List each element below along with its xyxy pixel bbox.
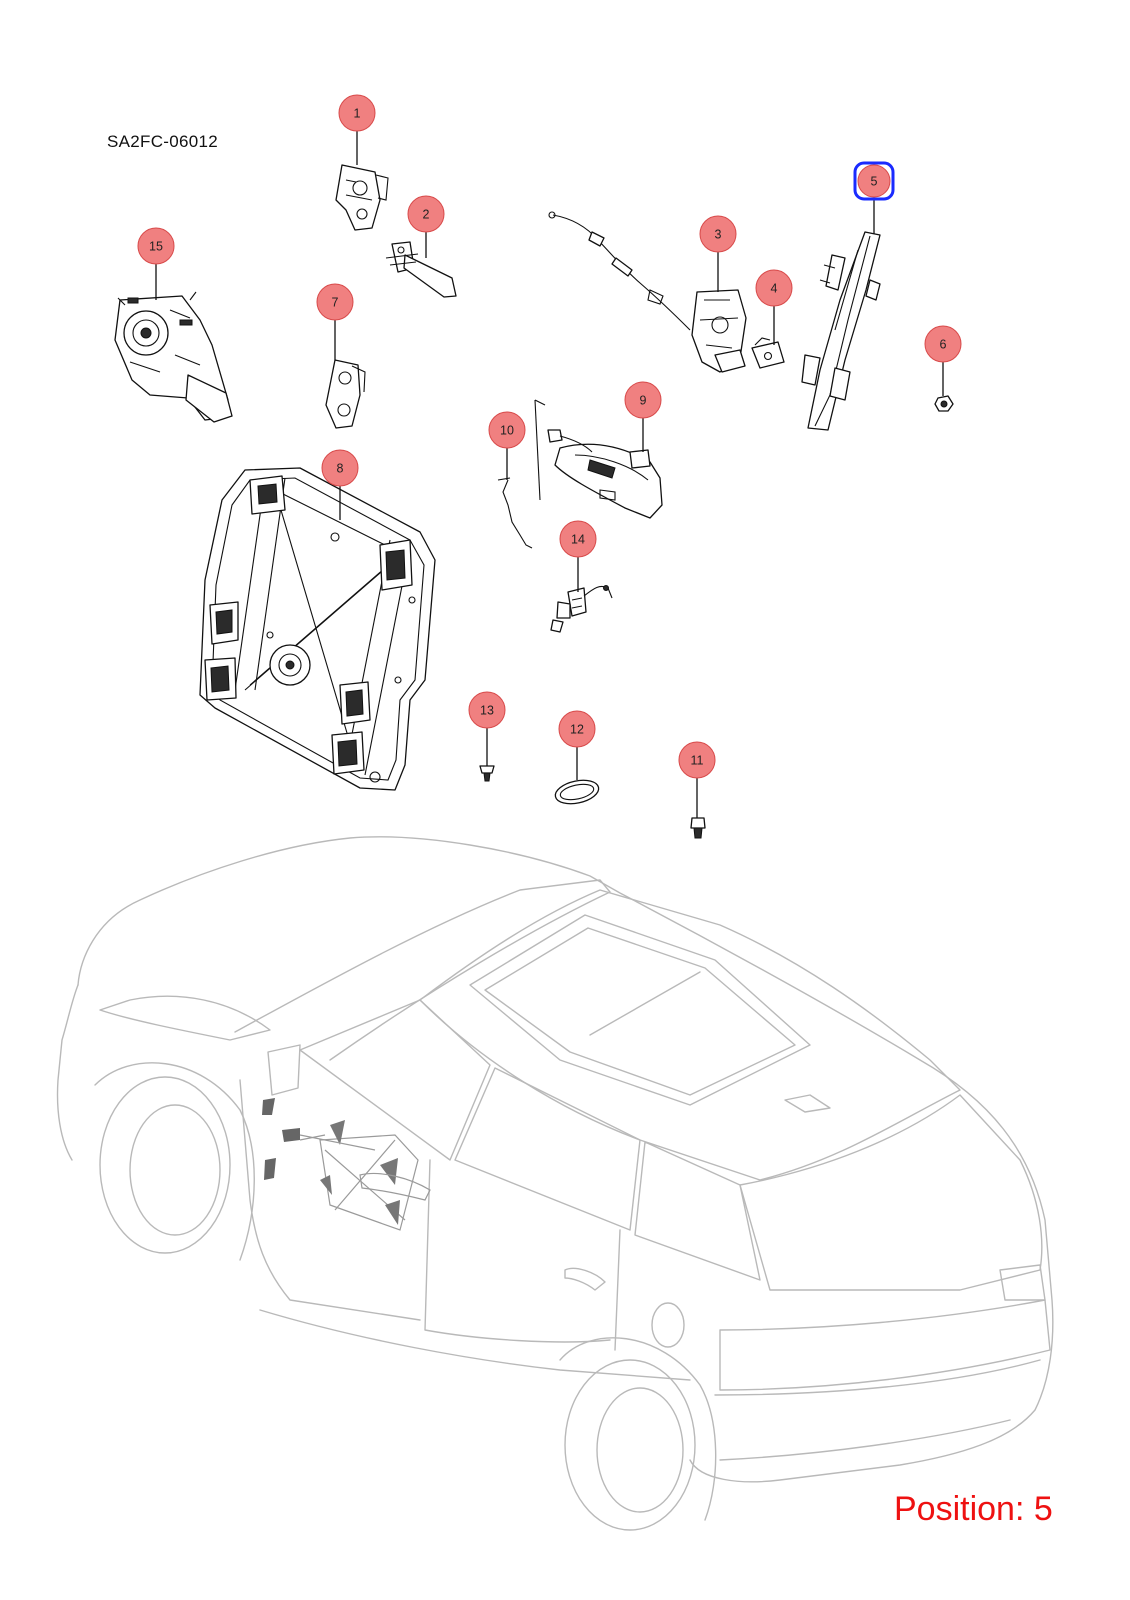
callout-number: 2 [423,208,430,222]
callout-bubble[interactable] [755,269,793,307]
callout-8[interactable]: 8 [321,449,359,520]
callout-2[interactable]: 2 [407,195,445,258]
callout-number: 3 [715,228,722,242]
callout-7[interactable]: 7 [316,283,354,360]
part-3-door-latch[interactable] [548,211,747,373]
part-10-lock-rod[interactable] [497,477,533,549]
callout-bubble[interactable] [321,449,359,487]
callout-number: 5 [871,175,878,189]
part-9-outside-door-handle[interactable] [534,399,663,519]
part-15-window-motor[interactable] [114,291,233,423]
part-1-door-hinge-upper[interactable] [335,164,389,231]
part-4-door-striker[interactable] [751,337,785,369]
vehicle-outline [56,836,1054,1531]
callout-6[interactable]: 6 [924,325,962,396]
callout-number: 14 [571,533,585,547]
callout-number: 1 [354,107,361,121]
front-wheel [94,1062,255,1261]
vehicle-door-mechanism [262,1098,431,1231]
callout-number: 13 [480,704,494,718]
callout-9[interactable]: 9 [624,381,662,452]
rear-wheel [559,1337,717,1531]
callout-number: 7 [332,296,339,310]
position-indicator: Position: 5 [894,1490,1053,1528]
callout-11[interactable]: 11 [678,741,716,818]
part-13-screw[interactable] [479,765,495,782]
callout-bubble[interactable] [407,195,445,233]
callout-bubble[interactable] [699,215,737,253]
callout-bubble[interactable] [857,164,891,198]
part-2-door-check-strap[interactable] [385,241,457,298]
callout-bubble[interactable] [468,691,506,729]
callout-13[interactable]: 13 [468,691,506,766]
callout-number: 9 [640,394,647,408]
callout-5[interactable]: 5 [853,161,895,234]
callout-14[interactable]: 14 [559,520,597,592]
callout-number: 11 [691,754,704,768]
callout-10[interactable]: 10 [488,411,526,480]
callout-bubble[interactable] [338,94,376,132]
callout-number: 8 [337,462,344,476]
part-5-glass-run-channel[interactable] [801,231,881,431]
callout-bubble[interactable] [624,381,662,419]
part-7-door-hinge-lower[interactable] [325,359,366,429]
callout-bubble[interactable] [316,283,354,321]
callout-bubble[interactable] [559,520,597,558]
callout-number: 12 [570,723,584,737]
callout-number: 6 [940,338,947,352]
part-11-bolt[interactable] [690,817,706,839]
callout-number: 4 [771,282,778,296]
callout-number: 10 [500,424,514,438]
part-8-window-regulator[interactable] [199,467,436,791]
callout-4[interactable]: 4 [755,269,793,345]
callout-bubble[interactable] [678,741,716,779]
callout-3[interactable]: 3 [699,215,737,292]
callout-bubble[interactable] [924,325,962,363]
callout-number: 15 [149,240,163,254]
callout-15[interactable]: 15 [137,227,175,300]
diagram-code: SA2FC-06012 [107,132,219,151]
callout-bubble[interactable] [488,411,526,449]
callout-bubble[interactable] [558,710,596,748]
callout-1[interactable]: 1 [338,94,376,165]
part-14-door-actuator[interactable] [550,585,613,633]
callout-bubble[interactable] [137,227,175,265]
part-12-hole-plug[interactable] [553,777,601,808]
callout-12[interactable]: 12 [558,710,596,780]
part-6-nut[interactable] [934,395,954,412]
